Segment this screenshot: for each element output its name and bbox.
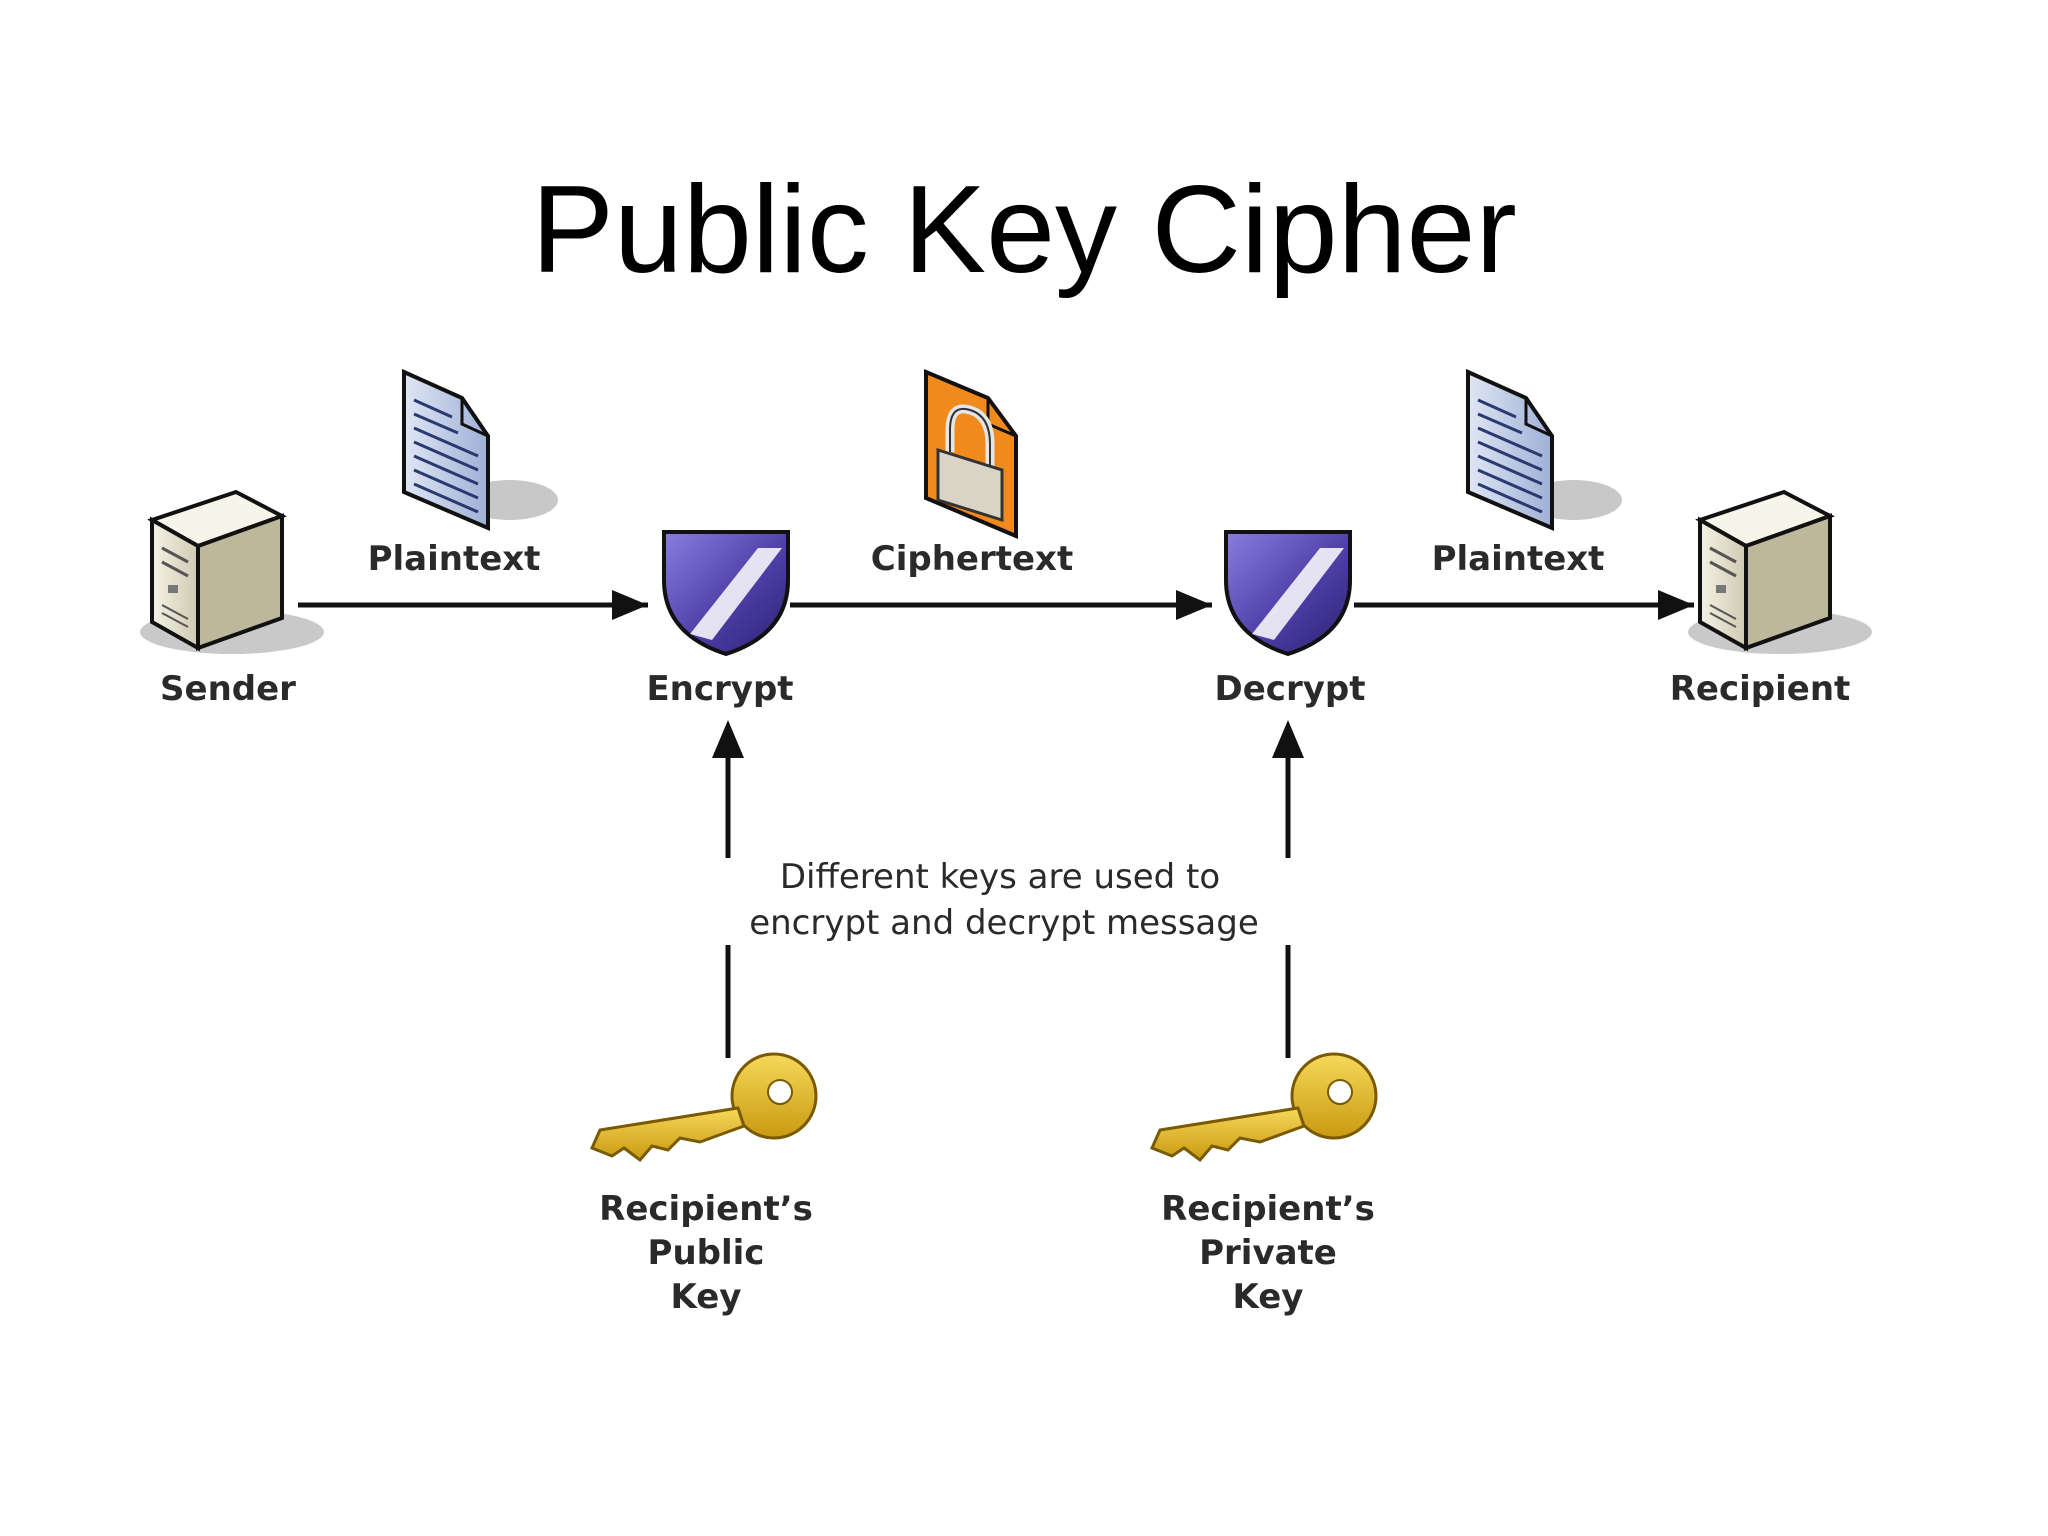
decrypt-shield-icon xyxy=(1224,530,1352,657)
node-label-decrypt: Decrypt xyxy=(1215,669,1366,709)
node-label-recipient: Recipient xyxy=(1670,669,1851,709)
plaintext-document-icon xyxy=(1466,368,1622,532)
private-key-label-line-2: Private xyxy=(1199,1233,1337,1273)
private-key-icon xyxy=(1149,1052,1378,1163)
node-label-encrypt: Encrypt xyxy=(646,669,793,709)
note-line-1: Different keys are used to xyxy=(780,857,1220,897)
edge-label-ciphertext: Ciphertext xyxy=(871,539,1073,579)
sender-computer-icon xyxy=(140,489,324,654)
arrow-head xyxy=(1176,590,1212,620)
arrow-head xyxy=(712,720,744,758)
edge-label-plaintext-in: Plaintext xyxy=(368,539,541,579)
edge-label-plaintext-out: Plaintext xyxy=(1432,539,1605,579)
public-key-label-line-1: Recipient’s xyxy=(599,1189,813,1229)
recipient-computer-icon xyxy=(1688,489,1872,654)
private-key-label-line-3: Key xyxy=(1233,1277,1304,1317)
note-line-2: encrypt and decrypt message xyxy=(749,903,1259,943)
public-key-label-line-2: Public xyxy=(648,1233,765,1273)
arrow-head xyxy=(1272,720,1304,758)
arrow-head xyxy=(612,590,648,620)
ciphertext-lock-document-icon xyxy=(924,368,1018,540)
private-key-label-line-1: Recipient’s xyxy=(1161,1189,1375,1229)
arrow-head xyxy=(1658,590,1694,620)
node-label-sender: Sender xyxy=(160,669,296,709)
page-title: Public Key Cipher xyxy=(531,161,1517,299)
encrypt-shield-icon xyxy=(662,530,790,657)
plaintext-document-icon xyxy=(402,368,558,532)
public-key-label-line-3: Key xyxy=(671,1277,742,1317)
public-key-icon xyxy=(589,1052,818,1163)
